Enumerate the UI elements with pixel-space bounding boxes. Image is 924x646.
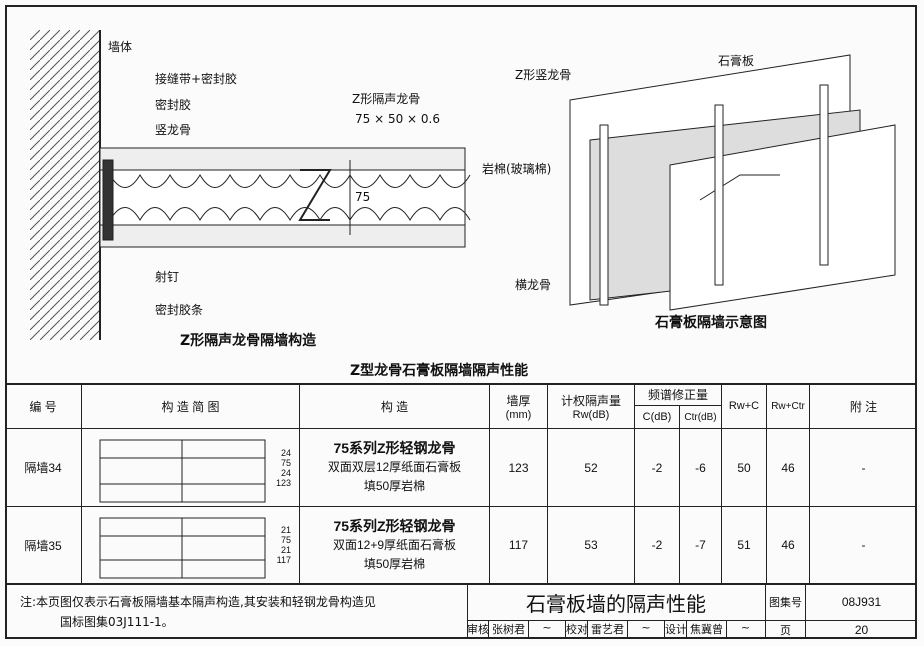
sign-name: 雷艺君 xyxy=(588,621,628,639)
row-note: - xyxy=(861,460,866,475)
label-track: 横龙骨 xyxy=(515,278,552,292)
construction-line: 填50厚岩棉 xyxy=(363,556,426,571)
label-stud: 竖龙骨 xyxy=(155,123,192,137)
construction-title: 75系列Z形轻钢龙骨 xyxy=(333,440,456,456)
sheet-border xyxy=(5,5,917,639)
thickness-unit: (mm) xyxy=(505,408,532,421)
sheet-title: 石膏板墙的隔声性能 xyxy=(526,593,706,616)
row-c: -2 xyxy=(635,507,680,583)
right-drawing-title: 石膏板隔墙示意图 xyxy=(655,315,767,331)
signature-row: 审核 张树君 ~ 校对 雷艺君 ~ 设计 焦冀曾 ~ xyxy=(467,621,765,639)
label-wool: 岩棉(玻璃棉) xyxy=(482,162,552,176)
signature: ~ xyxy=(529,621,566,639)
label-sealant: 密封胶 xyxy=(155,98,192,112)
section-title: Z型龙骨石膏板隔墙隔声性能 xyxy=(350,363,529,379)
dim: 75 xyxy=(280,535,291,545)
label-wall: 墙体 xyxy=(108,40,133,54)
row-c: -2 xyxy=(635,429,680,506)
row-ctr: -6 xyxy=(680,429,722,506)
header-sketch: 构 造 简 图 xyxy=(82,384,300,428)
rw-label: 计权隔声量 xyxy=(560,393,621,408)
header-correction: 频谱修正量 xyxy=(635,384,722,406)
row-rwc: 51 xyxy=(722,507,767,583)
header-c: C(dB) xyxy=(635,406,680,428)
sign-role: 设计 xyxy=(665,621,687,639)
header-thickness: 墙厚(mm) xyxy=(490,384,548,428)
construction-line: 双面12+9厚纸面石膏板 xyxy=(332,537,457,552)
row-ctr: -7 xyxy=(680,507,722,583)
header-id: 编 号 xyxy=(5,384,82,428)
header-construction: 构 造 xyxy=(300,384,490,428)
row-id: 隔墙34 xyxy=(5,429,82,506)
label-board: 石膏板 xyxy=(718,54,755,68)
signature: ~ xyxy=(628,621,665,639)
dim: 21 xyxy=(280,525,291,535)
row-thickness: 117 xyxy=(490,507,548,583)
rw-unit: Rw(dB) xyxy=(572,408,610,421)
label-joint: 接缝带+密封胶 xyxy=(155,72,238,86)
sign-role: 审核 xyxy=(467,621,489,639)
row-rw: 53 xyxy=(548,507,635,583)
row-rwctr: 46 xyxy=(767,507,810,583)
dim: 21 xyxy=(280,545,291,555)
sign-name: 张树君 xyxy=(489,621,529,639)
construction-line: 双面双层12厚纸面石膏板 xyxy=(327,460,462,474)
label-zstud-right: Z形竖龙骨 xyxy=(515,68,572,82)
note-line-1: 注:本页图仅表示石膏板隔墙基本隔声构造,其安装和轻钢龙骨构造见 xyxy=(20,595,376,609)
dim: 75 xyxy=(280,457,291,468)
thickness-label: 墙厚 xyxy=(506,393,531,408)
dim: 24 xyxy=(280,467,291,478)
label-strip: 密封胶条 xyxy=(155,303,204,317)
row-rwc: 50 xyxy=(722,429,767,506)
row-rw: 52 xyxy=(548,429,635,506)
dim-total: 123 xyxy=(275,477,291,488)
atlas-label: 图集号 xyxy=(765,584,806,620)
header-rwc: Rw+C xyxy=(722,384,767,428)
row-thickness: 123 xyxy=(490,429,548,506)
left-drawing-title: Z形隔声龙骨隔墙构造 xyxy=(180,333,317,349)
label-dim: 75 xyxy=(355,190,371,204)
dim: 24 xyxy=(280,447,291,458)
dim-total: 117 xyxy=(276,555,291,565)
construction-line: 填50厚岩棉 xyxy=(363,479,426,493)
note-line-2: 国标图集03J111-1。 xyxy=(60,615,174,629)
row-id: 隔墙35 xyxy=(5,507,82,583)
header-rwctr: Rw+Ctr xyxy=(767,384,810,428)
sign-name: 焦冀曾 xyxy=(687,621,727,639)
sign-role: 校对 xyxy=(566,621,588,639)
label-zstud: Z形隔声龙骨 xyxy=(352,92,421,106)
row-construction: 75系列Z形轻钢龙骨双面双层12厚纸面石膏板填50厚岩棉 xyxy=(300,429,490,506)
header-note: 附 注 xyxy=(849,399,878,414)
construction-title: 75系列Z形轻钢龙骨 xyxy=(333,517,456,534)
label-zsize: 75 × 50 × 0.6 xyxy=(355,112,440,126)
label-nail: 射钉 xyxy=(155,270,180,284)
header-ctr: Ctr(dB) xyxy=(680,406,722,428)
page-number: 20 xyxy=(854,623,869,637)
row-rwctr: 46 xyxy=(767,429,810,506)
atlas-number: 08J931 xyxy=(841,595,882,609)
row-note: - xyxy=(861,538,866,552)
page-label: 页 xyxy=(765,621,806,639)
signature: ~ xyxy=(740,621,751,634)
row-construction: 75系列Z形轻钢龙骨双面12+9厚纸面石膏板填50厚岩棉 xyxy=(300,507,490,583)
